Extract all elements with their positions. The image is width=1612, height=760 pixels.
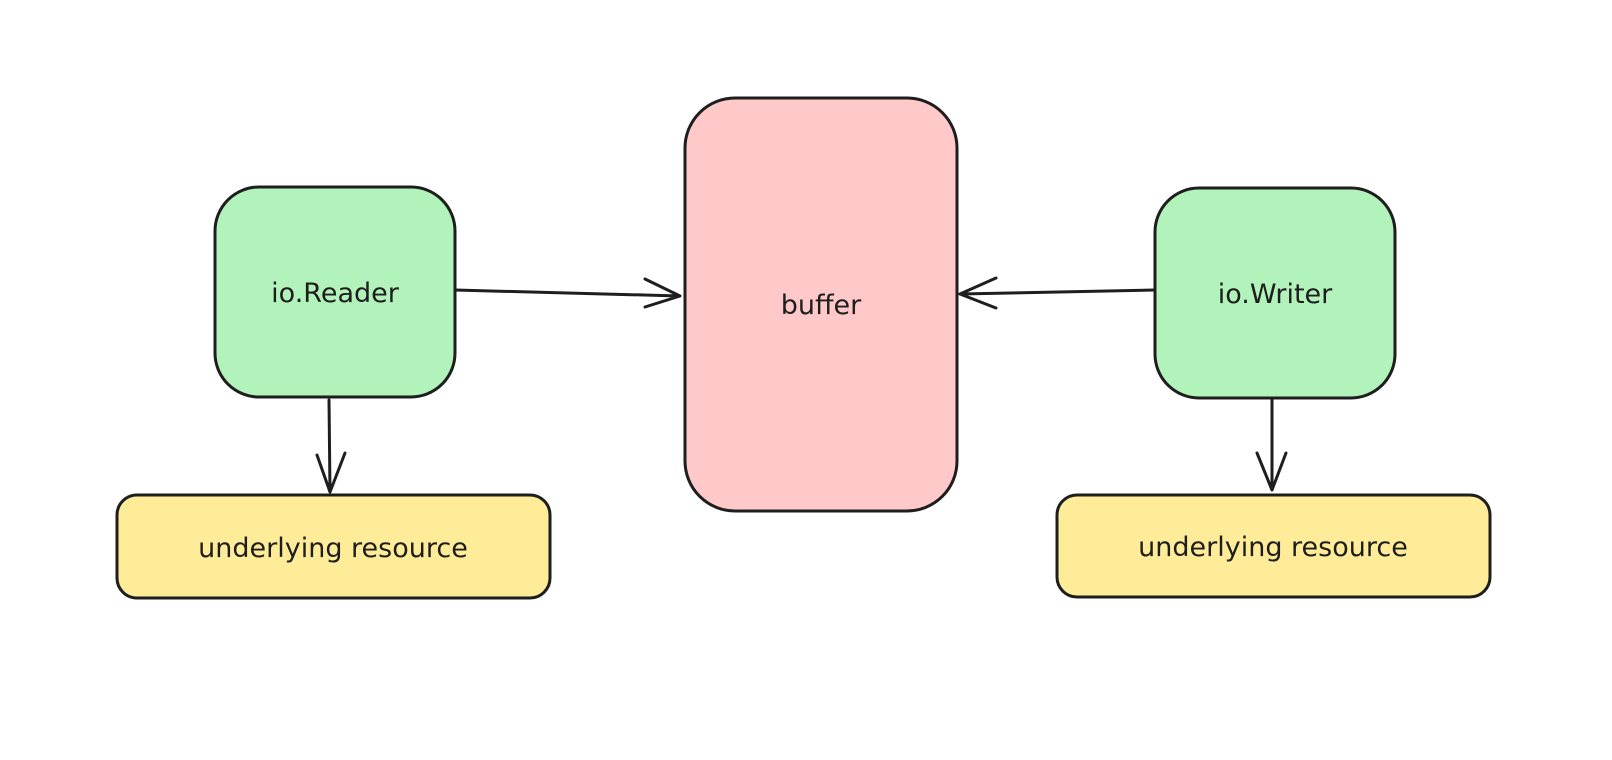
writer-label: io.Writer bbox=[1218, 279, 1333, 310]
edge-writer-to-buffer bbox=[958, 276, 1157, 310]
writer-box bbox=[1153, 186, 1397, 400]
reader-node[interactable]: io.Reader bbox=[213, 185, 457, 399]
reader-label: io.Reader bbox=[271, 278, 400, 309]
buffer-label: buffer bbox=[781, 290, 862, 321]
edge-writer-to-resource bbox=[1255, 398, 1288, 492]
edge-reader-to-buffer bbox=[453, 277, 682, 309]
reader-resource-label: underlying resource bbox=[198, 533, 468, 564]
writer-resource-box bbox=[1055, 493, 1492, 599]
writer-resource-label: underlying resource bbox=[1138, 532, 1408, 563]
edge-reader-to-resource bbox=[315, 398, 347, 494]
writer-resource-node[interactable]: underlying resource bbox=[1055, 493, 1492, 599]
buffer-node[interactable]: buffer bbox=[683, 96, 959, 513]
edges bbox=[315, 276, 1288, 494]
reader-resource-box bbox=[115, 493, 552, 600]
reader-resource-node[interactable]: underlying resource bbox=[115, 493, 552, 600]
reader-box bbox=[213, 185, 457, 399]
buffer-box bbox=[683, 96, 959, 513]
writer-node[interactable]: io.Writer bbox=[1153, 186, 1397, 400]
